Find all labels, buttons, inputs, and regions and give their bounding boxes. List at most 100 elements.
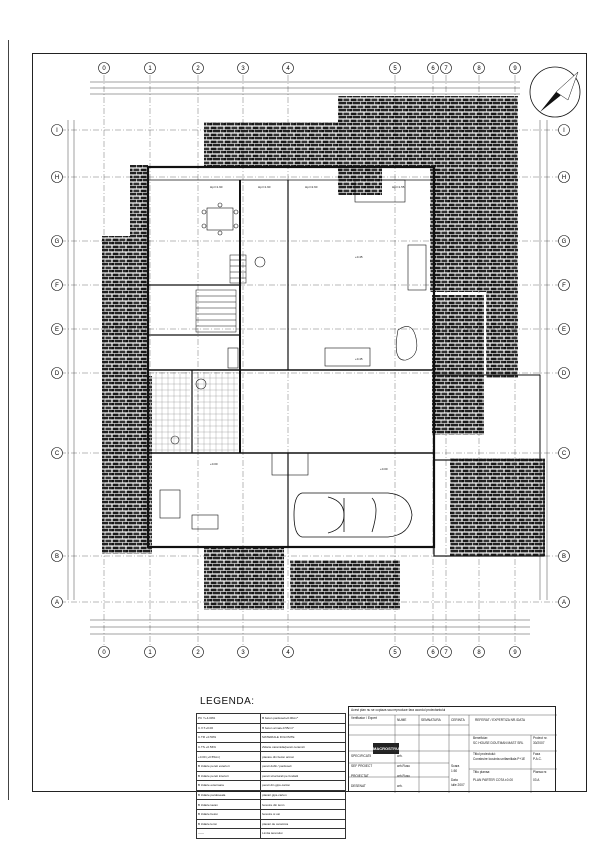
grid-label: F — [562, 283, 566, 289]
legend-cell: B beton armat+0.55cm* — [260, 722, 346, 734]
grid-label: E — [562, 327, 566, 333]
stone-wall-areas — [102, 96, 545, 610]
grid-bubble — [237, 62, 249, 74]
grid-label: 1 — [148, 650, 152, 656]
phase: P.A.C. — [533, 757, 542, 761]
legend-cell: B zidarie pardoseala — [195, 789, 262, 801]
grid-bubble — [282, 646, 294, 658]
legend-table: PC Y+4.00%B beton pardoseli+0.00cm*C.V.T… — [195, 713, 346, 839]
grid-label: B — [562, 554, 566, 560]
legend-cell: pereti dubli / pardoseli — [260, 760, 346, 772]
grid-bubble — [51, 596, 63, 608]
role-name: arh.Rusu — [397, 764, 410, 768]
grid-label: 1 — [148, 66, 152, 72]
plan-title-label: Titlu plansa: — [473, 770, 491, 774]
grid-bubble — [51, 124, 63, 136]
grid-label: 4 — [286, 650, 290, 656]
legend-cell: placare din beton armat — [260, 751, 346, 762]
legend-cell: PC Y+4.00% — [195, 713, 262, 724]
grid-label: 2 — [196, 650, 200, 656]
grid-bubble — [192, 62, 204, 74]
legend-cell: placari gips-carton — [260, 789, 346, 801]
dimension-lines — [67, 81, 548, 635]
grid-label: I — [563, 128, 565, 134]
beneficiary-label: Beneficiar: — [473, 736, 489, 740]
grid-bubble — [282, 62, 294, 74]
grid-label: C — [55, 451, 60, 457]
grid-bubble — [98, 62, 110, 74]
room-label: Hpr=1.90 — [210, 185, 223, 189]
grid-bubble — [558, 447, 570, 459]
role-name: arh. — [397, 784, 403, 788]
scale: 1:50 — [451, 769, 458, 773]
signature-label: SEMNATURA — [421, 718, 441, 722]
grid-label: 4 — [286, 66, 290, 72]
staircase — [195, 254, 247, 333]
grid-bubble — [427, 62, 439, 74]
grid-label: F — [55, 283, 59, 289]
room-label: Hpr=2.60 — [305, 185, 318, 189]
grid-label: 9 — [513, 66, 517, 72]
grid-bubble — [51, 279, 63, 291]
grid-label: D — [562, 371, 567, 377]
legend-cell: C.TR +0.50% — [195, 732, 262, 743]
legend-row: C.TS +0.56%Zidarie caramida/pereti ceram… — [195, 741, 346, 753]
grid-bubble — [144, 62, 156, 74]
room-label: +0.45 — [355, 255, 363, 259]
legend-cell: B zidarie exterioara — [195, 780, 262, 791]
grid-label: 3 — [241, 66, 245, 72]
grid-bubble — [558, 596, 570, 608]
grid-bubble — [473, 62, 485, 74]
legend-cell: MATERIALE FOLOSITE — [260, 732, 346, 743]
grid-label: 2 — [196, 66, 200, 72]
legend-cell: B zidarie pereti interiori — [195, 770, 262, 782]
room-labels: Hpr=1.90 Hpr=1.90 Hpr=2.60 Hpr=1.55 +0.4… — [210, 185, 405, 471]
north-arrow-icon — [529, 66, 581, 118]
grid-label: 5 — [393, 650, 397, 656]
sheet-label: Plansa nr. — [533, 770, 548, 774]
legend-title: LEGENDA: — [200, 696, 255, 707]
legend-cell: B beton pardoseli+0.00cm* — [260, 713, 346, 724]
project-no-label: Proiect nr. — [533, 736, 548, 740]
grid-bubble — [51, 447, 63, 459]
sheet-number: 03 A — [533, 778, 540, 782]
legend-cell: B zidarie beton — [195, 808, 262, 820]
legend-cell: Limita terenului — [260, 828, 346, 839]
plan-title: PLAN PARTER COTA ±0.00 — [473, 778, 514, 782]
grid-bubble — [558, 279, 570, 291]
project-no: 30/2007 — [533, 741, 545, 745]
grid-label: 0 — [102, 66, 106, 72]
grid-label: 6 — [431, 66, 435, 72]
report-label: REFERAT / EXPERTIZA NR./DATA — [475, 718, 526, 722]
legend-cell: B zidarie tavan — [195, 799, 262, 810]
legend-row: PC Y+4.00%B beton pardoseli+0.00cm* — [195, 713, 346, 724]
grid-bubble — [51, 323, 63, 335]
title-block-grid — [349, 714, 557, 793]
legend-row: C.TR +0.50%MATERIALE FOLOSITE — [195, 732, 346, 743]
grid-bubble — [98, 646, 110, 658]
grid-bubble — [509, 646, 521, 658]
verification-label: Verificator / Expert — [351, 716, 378, 720]
legend-cell: ferestre si usi — [260, 808, 346, 820]
date: iulie 2007 — [451, 783, 465, 787]
legend-cell: C.V.T+0.00 — [195, 722, 262, 734]
grid-bubble — [237, 646, 249, 658]
grid-label: 7 — [444, 66, 448, 72]
grid-label: G — [562, 239, 567, 245]
legend-row: ——Limita terenului — [195, 828, 346, 839]
grid-label: 8 — [477, 66, 481, 72]
title-block: Acest plan nu se copiaza sau reproduce f… — [348, 706, 557, 793]
grid-label: 0 — [102, 650, 106, 656]
room-label: Hpr=1.55 — [392, 185, 405, 189]
grid-label: 6 — [431, 650, 435, 656]
grid-label: A — [55, 600, 59, 606]
grid-bubble — [558, 235, 570, 247]
role-label: SPECIFICATII — [351, 754, 372, 758]
room-label: Hpr=1.90 — [258, 185, 271, 189]
grid-bubble — [558, 171, 570, 183]
